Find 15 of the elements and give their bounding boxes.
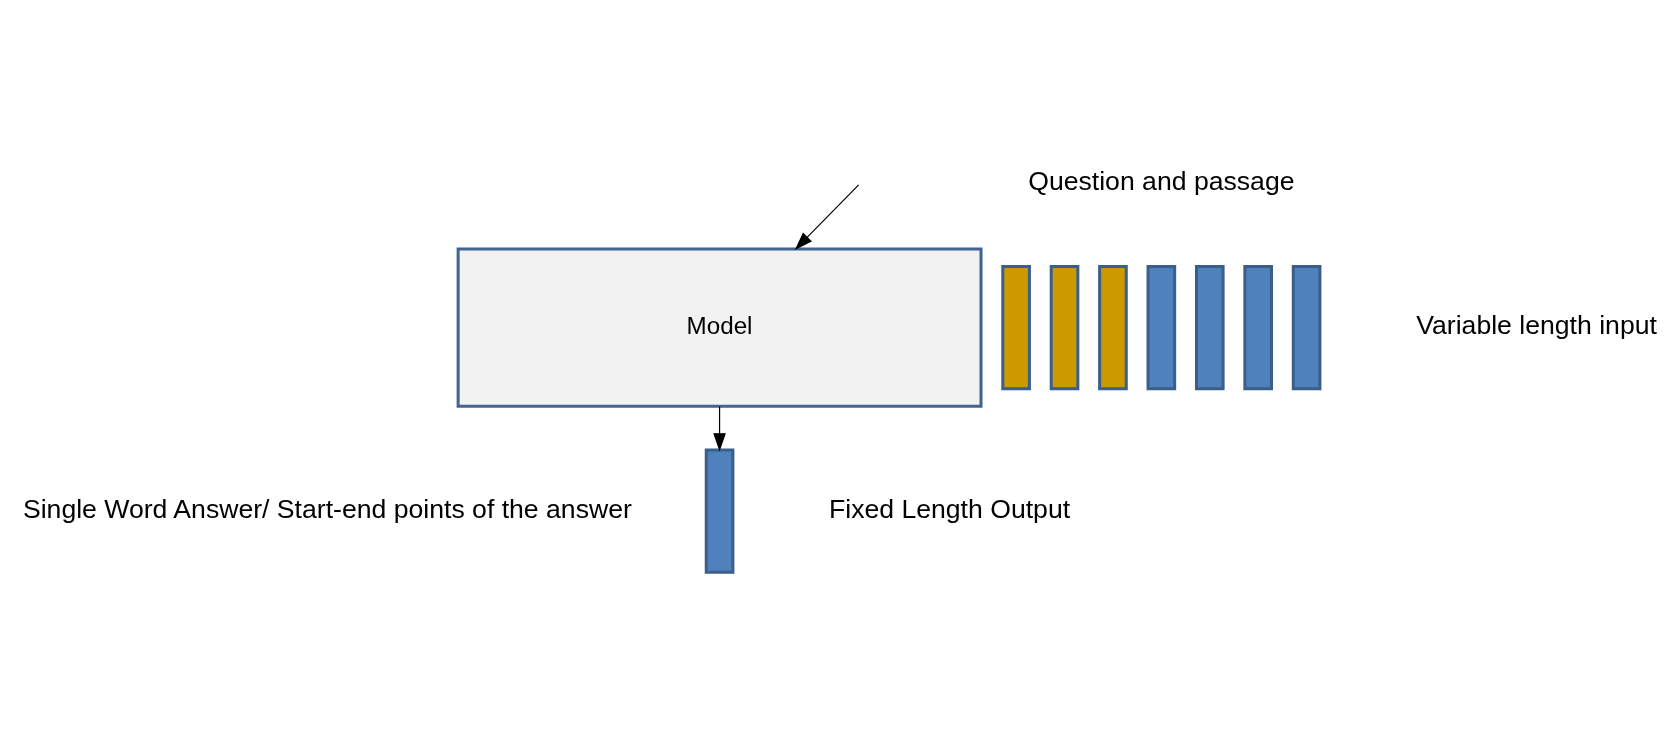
node-bar — [1001, 265, 1031, 391]
label: Single Word Answer/ Start-end points of the answer — [22, 493, 632, 524]
node-bar — [1243, 265, 1273, 391]
label: Variable length input — [1416, 310, 1657, 341]
node-bar — [1291, 265, 1322, 391]
node-bar — [1194, 265, 1225, 391]
node-box: Model — [456, 247, 983, 408]
node-bar — [1098, 265, 1128, 391]
arrow — [713, 405, 726, 452]
label: Fixed Length Output — [828, 493, 1071, 524]
node-bar — [1049, 265, 1080, 391]
label: Question and passage — [1028, 166, 1295, 197]
node-bar — [704, 448, 735, 574]
arrow — [794, 184, 860, 250]
node-bar — [1146, 265, 1177, 391]
